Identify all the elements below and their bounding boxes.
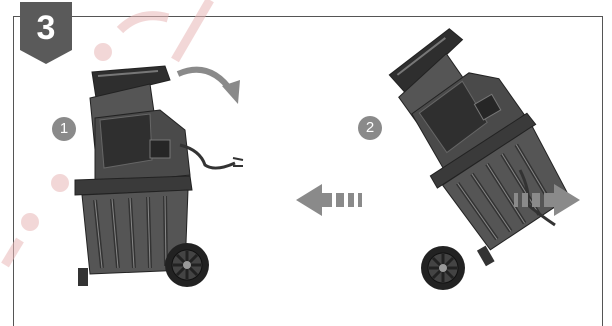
shredder-tilted	[371, 15, 584, 267]
sub-step-1-badge: 1	[52, 117, 76, 141]
move-left-arrow-icon	[296, 184, 362, 216]
sub-step-2-badge: 2	[358, 116, 382, 140]
rotate-arrow-icon	[178, 70, 240, 104]
shredder-tilted-wheel	[421, 246, 465, 290]
shredder-upright	[75, 66, 243, 287]
